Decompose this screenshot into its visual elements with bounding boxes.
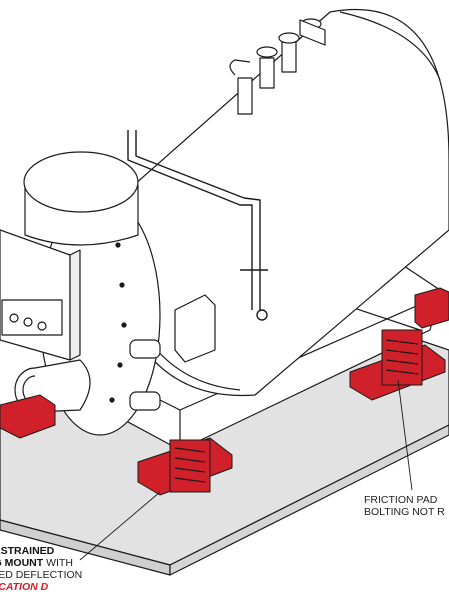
piping — [127, 130, 268, 321]
callout-right-line-2: BOLTING NOT R — [364, 506, 445, 518]
leader-line-right — [397, 379, 413, 491]
callout-left-line-2-bold: NG MOUNT — [0, 557, 44, 569]
exhaust-stack — [23, 151, 139, 246]
top-nozzles — [229, 18, 326, 115]
support-lugs — [129, 339, 161, 411]
callout-friction-pad: FRICTION PAD BOLTING NOT R — [364, 494, 445, 518]
callout-left-line-1: RESTRAINED — [0, 545, 55, 557]
spring-mount-front — [137, 437, 233, 496]
callout-left-line-3: IFIED DEFLECTION — [0, 569, 83, 581]
spring-mount-right-rear — [414, 287, 449, 329]
spring-mount-left — [0, 394, 56, 439]
callout-right-line-1: FRICTION PAD — [364, 494, 438, 506]
spring-mount-right-front — [349, 329, 446, 401]
callout-left-line-2-rest: WITH — [43, 557, 73, 569]
junction-box — [174, 294, 216, 363]
callout-restrained-mount: RESTRAINED NG MOUNT WITH IFIED DEFLECTIO… — [0, 545, 82, 593]
burner-control-panel — [0, 229, 81, 361]
callout-left-line-4: IFICATION D — [0, 581, 49, 593]
leader-line-left — [79, 491, 161, 561]
callout-left-line-2: NG MOUNT WITH — [0, 557, 82, 569]
